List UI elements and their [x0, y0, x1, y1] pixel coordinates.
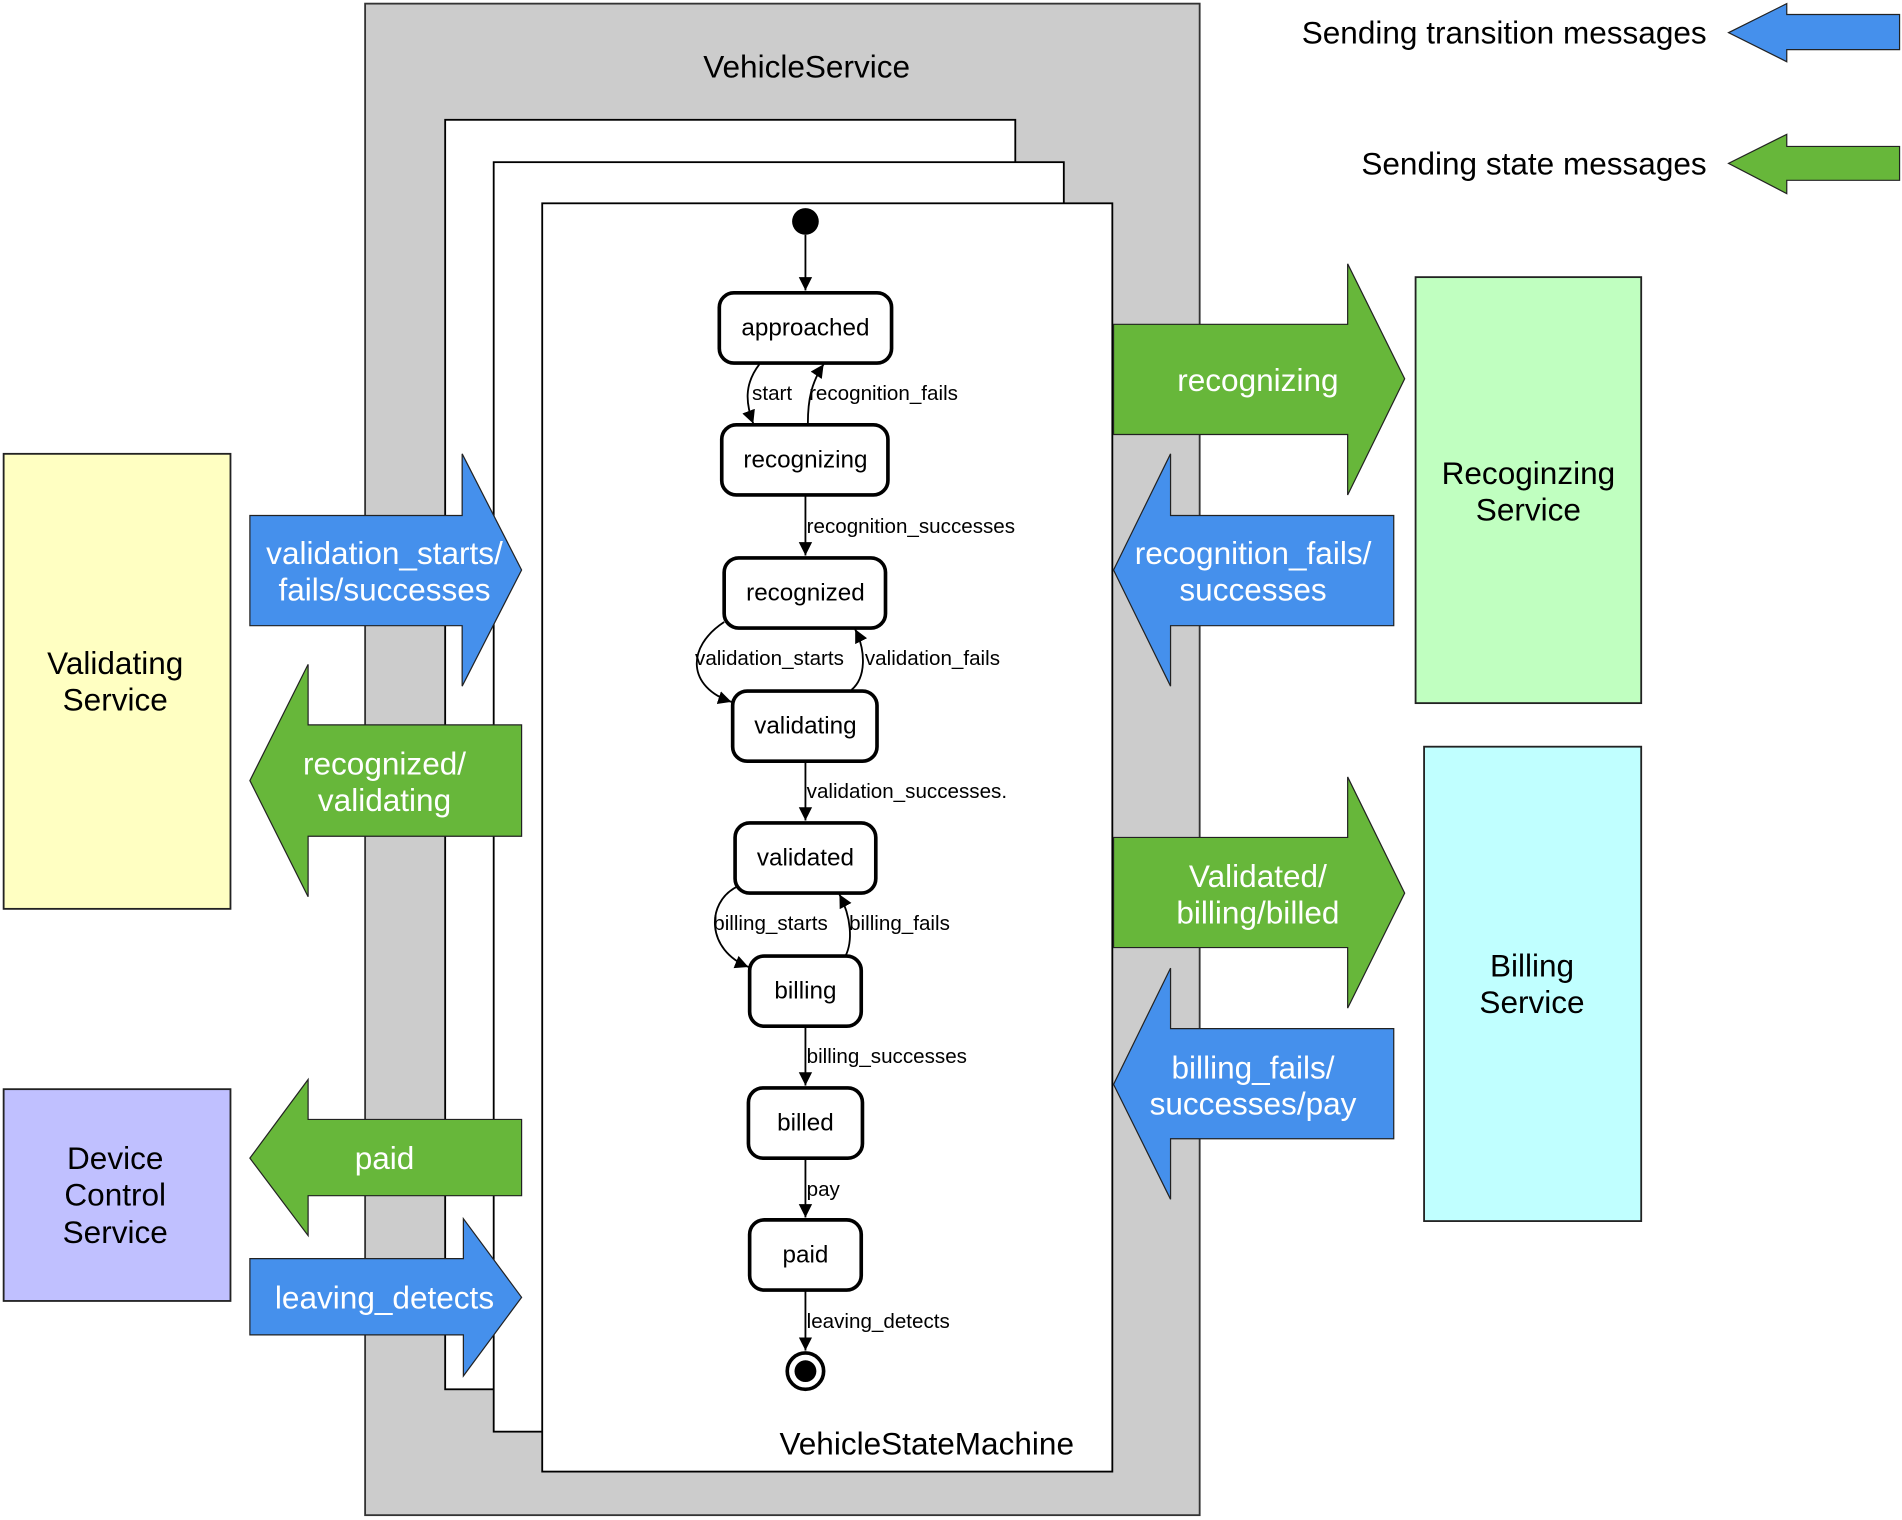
state-box — [719, 422, 890, 497]
legend-state-arrow — [1727, 133, 1901, 195]
state-label: validated — [757, 845, 854, 872]
billing-state-message-arrow: Validated/ billing/billed — [1112, 776, 1406, 1009]
transition-validation-fails — [850, 628, 868, 691]
state-approached: approached — [717, 291, 894, 365]
transition-label-billing-fails: billing_fails — [849, 912, 950, 935]
recognizing-service: Recoginzing Service — [1414, 276, 1643, 705]
state-box — [747, 1218, 864, 1292]
vehicle-service-title: VehicleService — [703, 49, 910, 85]
billing-service: Billing Service — [1423, 745, 1643, 1222]
device-control-service-label-line-1: Device — [67, 1140, 163, 1176]
transition-validation-starts — [695, 621, 732, 705]
state-message-arrow-shape — [249, 664, 523, 898]
validating-service-box — [2, 452, 232, 910]
recognizing-state-message-arrow: recognizing — [1112, 263, 1406, 496]
state-paid: paid — [747, 1218, 864, 1292]
state-label: recognizing — [743, 446, 867, 473]
message-label-line-2: billing/billed — [1176, 895, 1339, 931]
device-transition-message-arrow: leaving_detects — [249, 1216, 523, 1378]
message-label-line-1: Validated/ — [1189, 858, 1327, 894]
state-validating: validating — [730, 689, 879, 764]
legend: Sending transition messages Sending stat… — [1302, 2, 1901, 195]
transition-label-start: start — [752, 382, 792, 405]
final-state — [785, 1351, 826, 1392]
state-box — [747, 954, 864, 1029]
recognizing-transition-message-arrow: recognition_fails/ successes — [1112, 453, 1395, 687]
state-machine-title: VehicleStateMachine — [779, 1426, 1074, 1462]
transition-label-recognition-successes: recognition_successes — [807, 515, 1015, 538]
state-recognizing: recognizing — [719, 422, 890, 497]
transition-recognition-fails — [806, 363, 825, 424]
recognizing-service-label-line-1: Recoginzing — [1442, 455, 1616, 491]
transition-label-validation-starts: validation_starts — [695, 647, 844, 670]
transition-message-arrow-shape — [249, 453, 523, 687]
billing-transition-message-arrow: billing_fails/ successes/pay — [1112, 967, 1395, 1200]
transition-message-arrow-shape — [249, 1216, 523, 1378]
transition-label-pay: pay — [807, 1178, 841, 1201]
validating-service-label-line-1: Validating — [47, 645, 183, 681]
state-label: validating — [754, 713, 856, 740]
transition-label-billing-successes: billing_successes — [807, 1045, 967, 1068]
device-control-service-label-line-2: Control — [64, 1176, 166, 1212]
legend-transition-label: Sending transition messages — [1302, 15, 1707, 51]
transition-billing-fails — [838, 893, 852, 957]
message-label-line-2: fails/successes — [278, 571, 490, 607]
billing-service-label-line-2: Service — [1479, 984, 1584, 1020]
initial-state — [792, 208, 819, 235]
billing-service-label-line-1: Billing — [1490, 948, 1574, 984]
recognizing-service-label-line-2: Service — [1476, 492, 1581, 528]
state-box — [717, 291, 894, 365]
message-label-line-2: successes — [1179, 571, 1326, 607]
state-message-arrow-shape — [1112, 263, 1406, 496]
final-state-dot — [794, 1360, 817, 1383]
state-label: paid — [783, 1241, 829, 1268]
state-message-arrow-shape — [1112, 776, 1406, 1009]
message-label-line-1: billing_fails/ — [1172, 1049, 1335, 1085]
legend-transition-arrow — [1727, 2, 1901, 63]
transition-message-arrow-shape — [1112, 453, 1395, 687]
billing-service-box — [1423, 745, 1643, 1222]
state-billed: billed — [746, 1086, 865, 1160]
device-state-message-arrow: paid — [249, 1077, 523, 1238]
state-label: recognized — [746, 580, 865, 607]
validating-service: Validating Service — [2, 452, 232, 910]
device-control-service: Device Control Service — [2, 1088, 232, 1302]
transition-start — [742, 363, 761, 424]
transition-label-billing-starts: billing_starts — [713, 912, 828, 935]
message-label-line-1: leaving_detects — [275, 1279, 494, 1315]
message-label-line-1: recognized/ — [303, 746, 466, 782]
message-label-line-1: paid — [355, 1140, 415, 1176]
device-control-service-label-line-3: Service — [63, 1214, 168, 1250]
message-label-line-1: recognizing — [1177, 362, 1338, 398]
transition-label-leaving-detects: leaving_detects — [807, 1310, 950, 1333]
state-label: billing — [774, 978, 836, 1005]
transition-billing-starts — [714, 886, 749, 969]
transition-label-recognition-fails: recognition_fails — [809, 382, 958, 405]
state-box — [722, 556, 888, 630]
validating-transition-message-arrow: validation_starts/ fails/successes — [249, 453, 523, 687]
device-control-service-box — [2, 1088, 232, 1302]
legend-state-label: Sending state messages — [1361, 145, 1706, 181]
validating-state-message-arrow: recognized/ validating — [249, 664, 523, 898]
message-label-line-2: validating — [318, 782, 451, 818]
recognizing-service-box — [1414, 276, 1643, 705]
transition-label-validation-fails: validation_fails — [865, 647, 1000, 670]
state-label: billed — [777, 1110, 834, 1137]
state-label: approached — [741, 314, 869, 341]
message-label-line-1: validation_starts/ — [266, 535, 503, 571]
state-recognized: recognized — [722, 556, 888, 630]
state-message-arrow-shape — [249, 1077, 523, 1238]
message-label-line-1: recognition_fails/ — [1135, 535, 1372, 571]
state-box — [730, 689, 879, 764]
transition-message-arrow-shape — [1112, 967, 1395, 1200]
state-box — [733, 821, 878, 895]
state-billing: billing — [747, 954, 864, 1029]
state-box — [746, 1086, 865, 1160]
validating-service-label-line-2: Service — [63, 682, 168, 718]
vehicle-state-machine: start recognition_fails recognition_succ… — [695, 208, 1015, 1392]
transition-label-validation-successes: validation_successes. — [807, 780, 1007, 803]
message-label-line-2: successes/pay — [1150, 1086, 1357, 1122]
state-validated: validated — [733, 821, 878, 895]
